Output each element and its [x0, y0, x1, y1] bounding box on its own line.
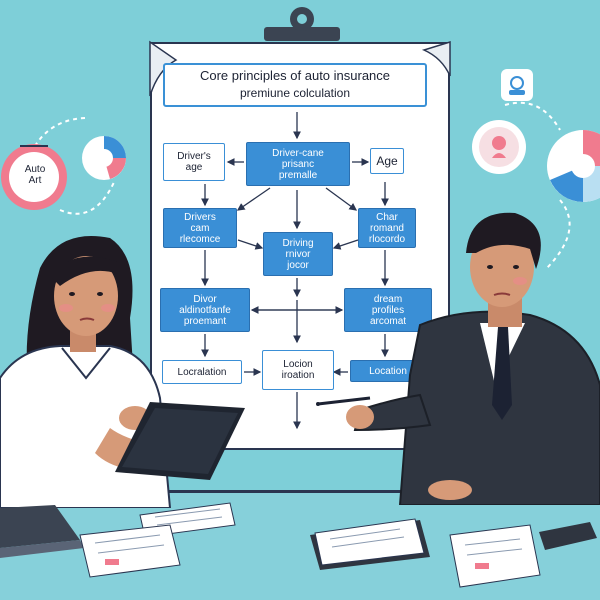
- tablet-icon: [115, 402, 245, 480]
- flow-box-drivers-cam: Drivers cam rlecomce: [163, 208, 237, 248]
- person-avatar-circle-icon: [472, 120, 526, 174]
- clipboard-clip-icon: [264, 7, 340, 41]
- person-pin-icon: [501, 69, 533, 101]
- board-curl-right: [421, 40, 451, 77]
- board-title-line-1: Core principles of auto insurance: [199, 68, 391, 83]
- pie-chart-large-icon: [547, 130, 600, 202]
- flow-box-driver-cane-premium: Driver-cane prisanc premalle: [246, 142, 350, 186]
- flow-box-driving-record: Driving rnivor jocor: [263, 232, 333, 276]
- flow-box-locralation: Locralation: [162, 360, 242, 384]
- man-figure: [346, 212, 600, 505]
- badge-label: Auto Art: [24, 164, 46, 186]
- flow-box-age: Age: [370, 148, 404, 174]
- flow-box-dream-profiles: dream profiles arcomat: [344, 288, 432, 332]
- pie-chart-icon: [82, 136, 126, 180]
- pen-icon: [316, 396, 371, 406]
- phone-icon: [539, 522, 597, 550]
- board-title-line-2: premiune colculation: [239, 86, 351, 100]
- auto-art-badge: [1, 144, 67, 210]
- flow-box-char-record: Char romand rlocordo: [358, 208, 416, 248]
- flow-box-location-right: Location: [350, 360, 426, 382]
- desk-papers: [79, 502, 541, 588]
- flow-box-location-center: Locion iroation: [262, 350, 334, 390]
- laptop-icon: [0, 505, 84, 558]
- flow-box-driver-adl-premium: Divor aldinotfanfe proemant: [160, 288, 250, 332]
- flow-box-drivers-age: Driver's age: [163, 143, 225, 181]
- board-title: Core principles of auto insurance premiu…: [163, 63, 427, 107]
